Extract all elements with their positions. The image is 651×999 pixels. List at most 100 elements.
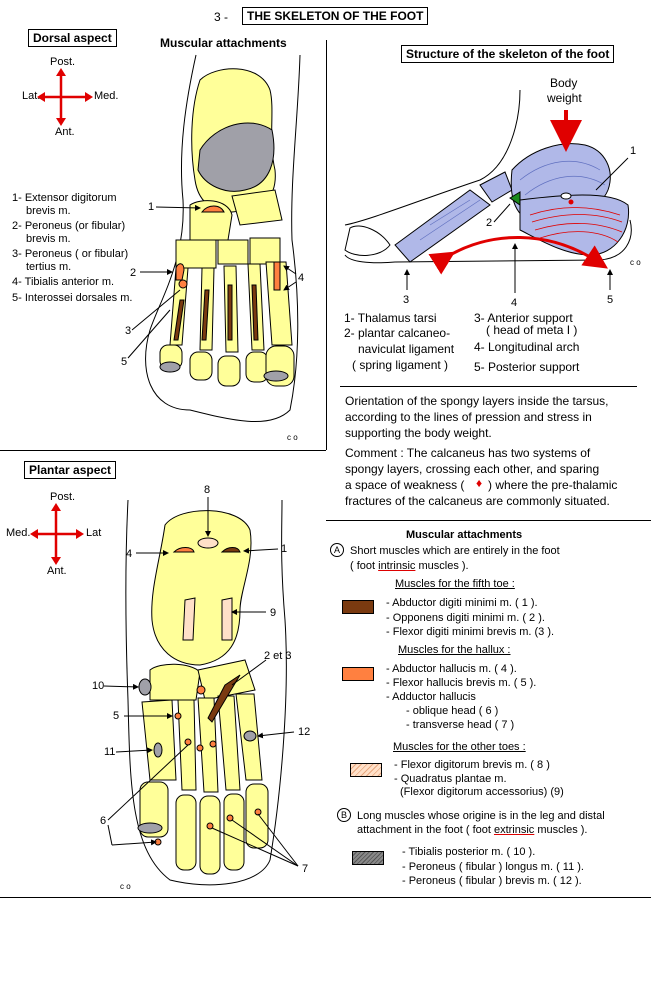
- comment-line-2: spongy layers, crossing each other, and …: [345, 462, 600, 476]
- dorsal-compass-post: Post.: [50, 56, 76, 68]
- dorsal-marker-4: 4: [298, 272, 305, 284]
- structure-legend-4: 4- Longitudinal arch: [474, 340, 580, 354]
- dorsal-compass-lat: Lat.: [22, 90, 41, 102]
- group-fifth-toe-title: Muscles for the fifth toe :: [395, 578, 515, 590]
- plantar-marker-5: 5: [113, 710, 120, 722]
- plantar-marker-11: 11: [104, 746, 116, 758]
- dorsal-marker-3: 3: [125, 325, 132, 337]
- plantar-marker-2-3: 2 et 3: [264, 650, 292, 662]
- orientation-line-3: supporting the body weight.: [345, 426, 492, 440]
- dorsal-compass-med: Med.: [94, 90, 119, 102]
- structure-legend-3b: ( head of meta I ): [486, 323, 578, 337]
- divider-horizontal-right: [326, 520, 651, 521]
- dorsal-leader-lines: [127, 204, 297, 359]
- weakness-diamond-icon: ♦: [476, 476, 483, 490]
- structure-legend-2b: naviculat ligament: [358, 342, 455, 356]
- plantar-marker-12: 12: [298, 726, 311, 738]
- dorsal-legend-3a: 3- Peroneus ( or fibular): [12, 248, 129, 260]
- dorsal-compass-icon: [37, 68, 93, 126]
- header-prefix: 3 -: [214, 10, 229, 24]
- structure-legend-2c: ( spring ligament ): [352, 358, 449, 372]
- extrinsic-item-2: - Peroneus ( fibular ) longus m. ( 11 ).: [402, 861, 584, 873]
- structure-foot-skeleton: [344, 89, 632, 264]
- plantar-foot-skeleton: [125, 499, 287, 886]
- structure-signature: c o: [630, 258, 641, 267]
- plantar-compass-ant: Ant.: [47, 565, 67, 577]
- divider-bottom: [0, 897, 651, 898]
- fifth-toe-item-3: - Flexor digiti minimi brevis m. (3 ).: [386, 626, 555, 638]
- comment-line-1: Comment : The calcaneus has two systems …: [345, 446, 591, 460]
- dorsal-compass-ant: Ant.: [55, 126, 75, 138]
- hallux-item-4: - oblique head ( 6 ): [406, 705, 499, 717]
- structure-marker-1: 1: [630, 145, 637, 157]
- divider-vertical-top: [326, 40, 327, 450]
- dorsal-signature: c o: [287, 433, 298, 442]
- hallux-item-2: - Flexor hallucis brevis m. ( 5 ).: [386, 677, 537, 689]
- plantar-marker-9: 9: [270, 607, 277, 619]
- structure-marker-2: 2: [486, 217, 493, 229]
- plantar-marker-4: 4: [126, 548, 133, 560]
- section-a-badge: A: [330, 543, 344, 557]
- other-toes-swatch: [350, 763, 382, 777]
- structure-trabeculae: [529, 207, 623, 243]
- dorsal-marker-5: 5: [121, 356, 128, 368]
- plantar-marker-1: 1: [281, 543, 288, 555]
- section-b-line-1: Long muscles whose origine is in the leg…: [357, 810, 605, 822]
- dorsal-subtitle: Muscular attachments: [160, 36, 287, 50]
- structure-marker-5: 5: [607, 294, 614, 306]
- plantar-compass-icon: [30, 503, 84, 565]
- dorsal-legend-5: 5- Interossei dorsales m.: [12, 292, 133, 304]
- fifth-toe-item-2: - Opponens digiti minimi m. ( 2 ).: [386, 612, 545, 624]
- group-other-toes-title: Muscles for the other toes :: [393, 741, 526, 753]
- structure-legend-2a: 2- plantar calcaneo-: [344, 326, 451, 340]
- extrinsic-item-1: - Tibialis posterior m. ( 10 ).: [402, 846, 536, 858]
- other-toes-item-3: (Flexor digitorum accessorius) (9): [400, 786, 564, 798]
- structure-title: Structure of the skeleton of the foot: [401, 45, 615, 63]
- divider-orientation: [340, 386, 637, 387]
- longitudinal-arch-arrow-icon: [428, 236, 608, 275]
- extrinsic-item-3: - Peroneus ( fibular ) brevis m. ( 12 ).: [402, 875, 582, 887]
- structure-legend-3a: 3- Anterior support: [474, 311, 573, 325]
- comment-line-3a: a space of weakness (: [345, 478, 465, 492]
- fifth-toe-swatch: [342, 600, 374, 614]
- structure-legend-1: 1- Thalamus tarsi: [344, 311, 437, 325]
- dorsal-legend-3b: tertius m.: [26, 261, 72, 273]
- structure-marker-3: 3: [403, 294, 410, 306]
- dorsal-legend-2a: 2- Peroneus (or fibular): [12, 220, 126, 232]
- plantar-compass-med: Med.: [6, 527, 31, 539]
- structure-legend-5: 5- Posterior support: [474, 360, 580, 374]
- comment-line-3b: ) where the pre-thalamic: [488, 478, 618, 492]
- plantar-compass-post: Post.: [50, 491, 76, 503]
- extrinsic-swatch: [352, 851, 384, 865]
- body-weight-label-1: Body: [550, 76, 578, 90]
- structure-weakness-point: [568, 199, 574, 205]
- section-a-line-2: ( foot intrinsic muscles ).: [350, 560, 469, 572]
- body-weight-label-2: weight: [547, 91, 582, 105]
- section-b-badge: B: [337, 808, 351, 822]
- plantar-leader-lines: [103, 497, 299, 867]
- fifth-toe-item-1: - Abductor digiti minimi m. ( 1 ).: [386, 597, 538, 609]
- dorsal-legend-2b: brevis m.: [26, 233, 71, 245]
- group-hallux-title: Muscles for the hallux :: [398, 644, 511, 656]
- dorsal-marker-2: 2: [130, 267, 137, 279]
- plantar-signature: c o: [120, 882, 131, 891]
- other-toes-item-2: - Quadratus plantae m.: [394, 773, 507, 785]
- dorsal-marker-1: 1: [148, 201, 155, 213]
- plantar-marker-8: 8: [204, 484, 211, 496]
- hallux-swatch: [342, 667, 374, 681]
- hallux-item-5: - transverse head ( 7 ): [406, 719, 515, 731]
- orientation-line-2: according to the lines of pression and s…: [345, 410, 592, 424]
- structure-blue-lines: [419, 160, 606, 241]
- dorsal-legend-4: 4- Tibialis anterior m.: [12, 276, 115, 288]
- hallux-item-1: - Abductor hallucis m. ( 4 ).: [386, 663, 517, 675]
- dorsal-title: Dorsal aspect: [28, 29, 117, 47]
- plantar-marker-10: 10: [92, 680, 105, 692]
- structure-leader-lines: [404, 157, 629, 293]
- other-toes-item-1: - Flexor digitorum brevis m. ( 8 ): [394, 759, 550, 771]
- plantar-compass-lat: Lat: [86, 527, 102, 539]
- divider-horizontal-left: [0, 450, 326, 451]
- plantar-title: Plantar aspect: [24, 461, 117, 479]
- comment-line-4: fractures of the calcaneus are commonly …: [345, 494, 610, 508]
- structure-marker-4: 4: [511, 297, 518, 309]
